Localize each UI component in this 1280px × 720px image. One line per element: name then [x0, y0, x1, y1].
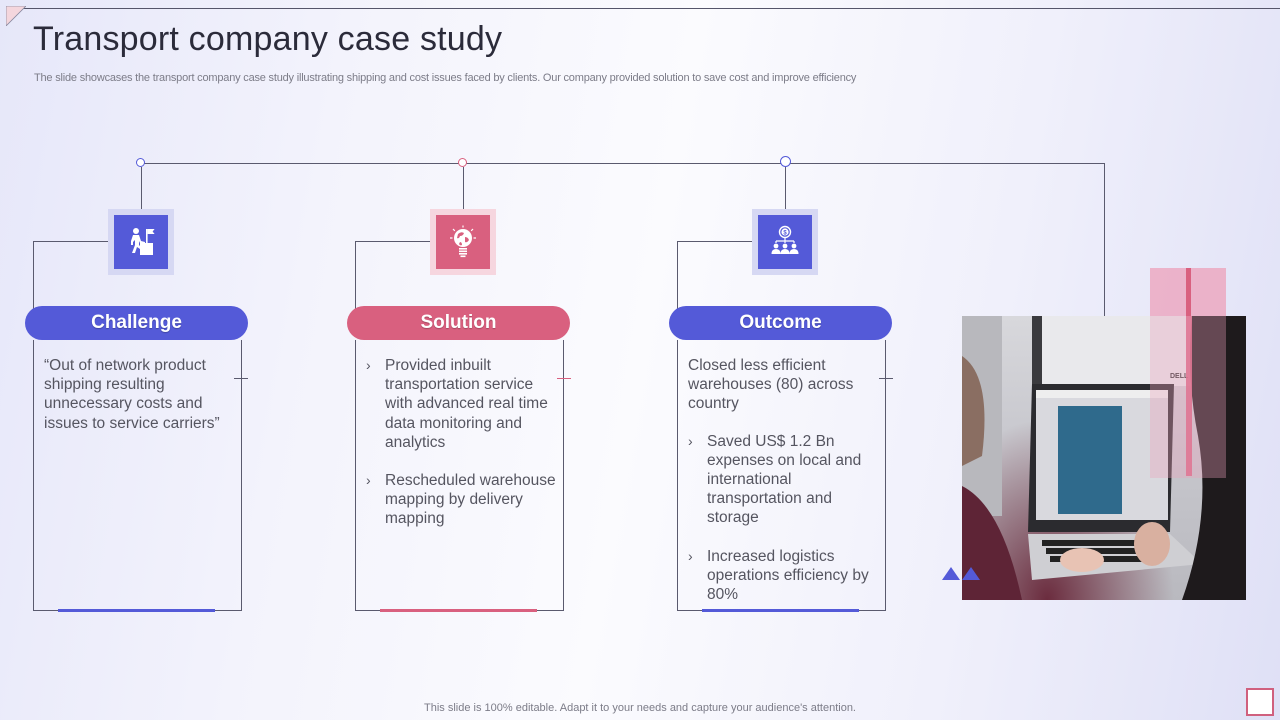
lightbulb-globe-icon [450, 225, 476, 258]
corner-box-decoration [1246, 688, 1274, 716]
card-tab [557, 378, 571, 379]
card-frame-top [677, 241, 753, 242]
card-frame-left [33, 241, 34, 311]
chevron-right-icon: › [688, 432, 693, 449]
card-frame-top [33, 241, 109, 242]
chevron-right-icon: › [366, 357, 371, 373]
card-accent-bar [702, 609, 859, 612]
solution-list: › Provided inbuilt transportation servic… [366, 356, 558, 548]
card-frame-top [355, 241, 431, 242]
laptop-brand-text: DELL [1170, 373, 1189, 380]
node-stem [141, 167, 142, 210]
footer-note: This slide is 100% editable. Adapt it to… [424, 702, 856, 714]
list-item: › Provided inbuilt transportation servic… [366, 357, 548, 451]
chevron-right-icon: › [366, 472, 371, 489]
solution-heading: Solution [347, 306, 570, 340]
list-item: › Increased logistics operations efficie… [688, 547, 869, 604]
icon-tile [430, 209, 496, 275]
outcome-list: Closed less efficient warehouses (80) ac… [688, 356, 878, 623]
timeline-node [136, 158, 145, 167]
card-tab [234, 378, 248, 379]
icon-tile [108, 209, 174, 275]
card-accent-bar [58, 609, 215, 612]
person-climbing-flag-icon [131, 228, 155, 255]
corner-triangle-decoration [6, 6, 26, 26]
card-accent-bar [380, 609, 537, 612]
top-rule [22, 8, 1280, 9]
list-item: › Saved US$ 1.2 Bn expenses on local and… [688, 432, 862, 527]
timeline-connector [141, 163, 1105, 164]
timeline-node [458, 158, 467, 167]
timeline-node [780, 156, 791, 167]
card-frame-left [355, 241, 356, 311]
photo-connector [1104, 163, 1105, 316]
page-title: Transport company case study [33, 20, 503, 58]
card-tab [879, 378, 893, 379]
person-typing-laptop-image: DELL [962, 316, 1246, 600]
node-stem [785, 167, 786, 210]
challenge-heading: Challenge [25, 306, 248, 340]
challenge-text: “Out of network product shipping resulti… [44, 357, 220, 432]
dollar-hierarchy-people-icon: $ [771, 225, 799, 254]
node-stem [463, 167, 464, 210]
pink-stripe [1186, 268, 1191, 316]
triangle-decoration-icon [942, 567, 980, 580]
icon-tile: $ [752, 209, 818, 275]
list-item: › Rescheduled warehouse mapping by deliv… [366, 472, 556, 528]
laptop-photo: DELL [962, 316, 1246, 600]
outcome-heading: Outcome [669, 306, 892, 340]
card-frame-left [677, 241, 678, 311]
page-subtitle: The slide showcases the transport compan… [34, 72, 857, 84]
svg-text:$: $ [783, 230, 787, 236]
outcome-intro: Closed less efficient warehouses (80) ac… [688, 357, 854, 413]
chevron-right-icon: › [688, 547, 693, 564]
